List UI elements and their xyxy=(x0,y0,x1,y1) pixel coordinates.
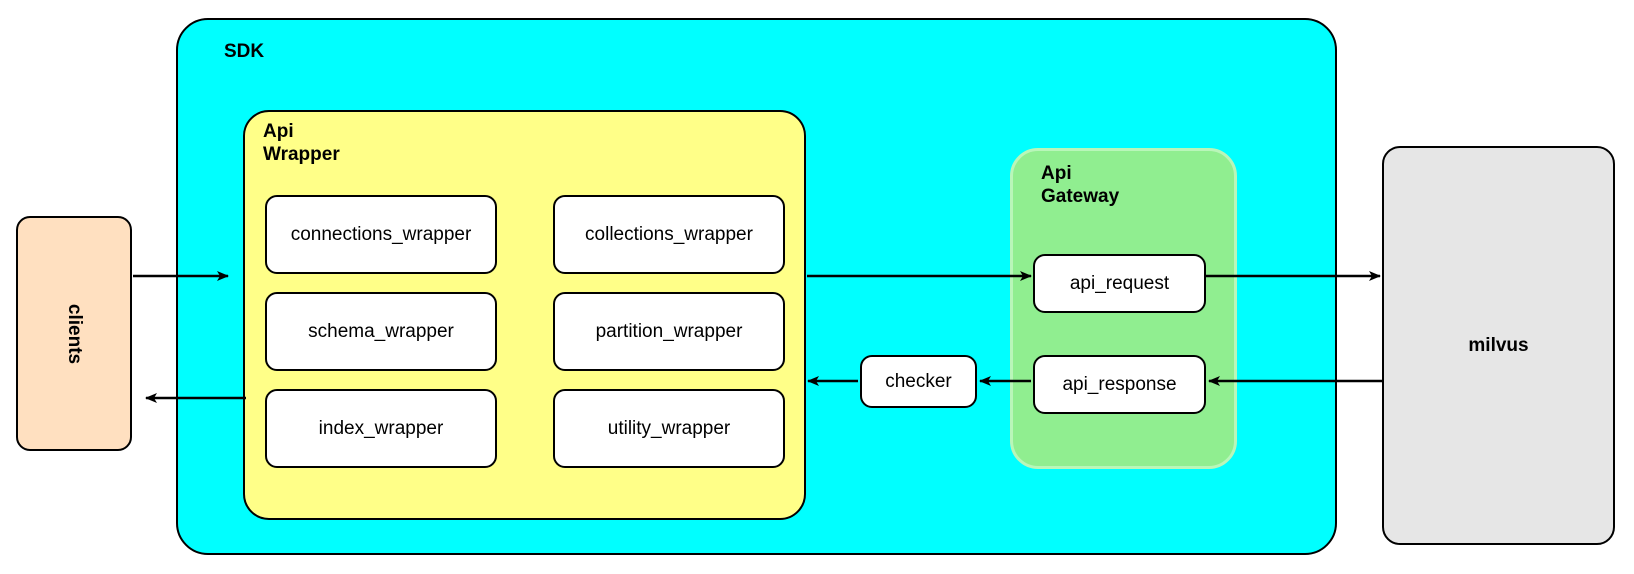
node-utility-wrapper[interactable]: utility_wrapper xyxy=(553,389,785,468)
node-collections-wrapper[interactable]: collections_wrapper xyxy=(553,195,785,274)
node-schema-wrapper-label: schema_wrapper xyxy=(308,320,454,342)
node-partition-wrapper[interactable]: partition_wrapper xyxy=(553,292,785,371)
node-index-wrapper[interactable]: index_wrapper xyxy=(265,389,497,468)
node-api-request[interactable]: api_request xyxy=(1033,254,1206,313)
node-clients-label: clients xyxy=(63,303,85,364)
node-checker-label: checker xyxy=(885,370,952,392)
node-connections-wrapper-label: connections_wrapper xyxy=(290,223,472,245)
node-utility-wrapper-label: utility_wrapper xyxy=(607,417,731,439)
node-connections-wrapper[interactable]: connections_wrapper xyxy=(265,195,497,274)
node-index-wrapper-label: index_wrapper xyxy=(318,417,444,439)
node-api-response[interactable]: api_response xyxy=(1033,355,1206,414)
container-api-wrapper-label: Api Wrapper xyxy=(263,121,340,166)
node-milvus[interactable]: milvus xyxy=(1382,146,1615,545)
node-api-response-label: api_response xyxy=(1062,373,1177,395)
node-partition-wrapper-label: partition_wrapper xyxy=(595,320,743,342)
node-collections-wrapper-label: collections_wrapper xyxy=(585,223,753,245)
node-api-request-label: api_request xyxy=(1069,272,1170,294)
node-schema-wrapper[interactable]: schema_wrapper xyxy=(265,292,497,371)
container-sdk-label: SDK xyxy=(224,41,265,62)
node-milvus-label: milvus xyxy=(1468,334,1529,356)
node-clients[interactable]: clients xyxy=(16,216,132,451)
node-checker[interactable]: checker xyxy=(860,355,977,408)
container-api-gateway-label: Api Gateway xyxy=(1041,163,1120,208)
